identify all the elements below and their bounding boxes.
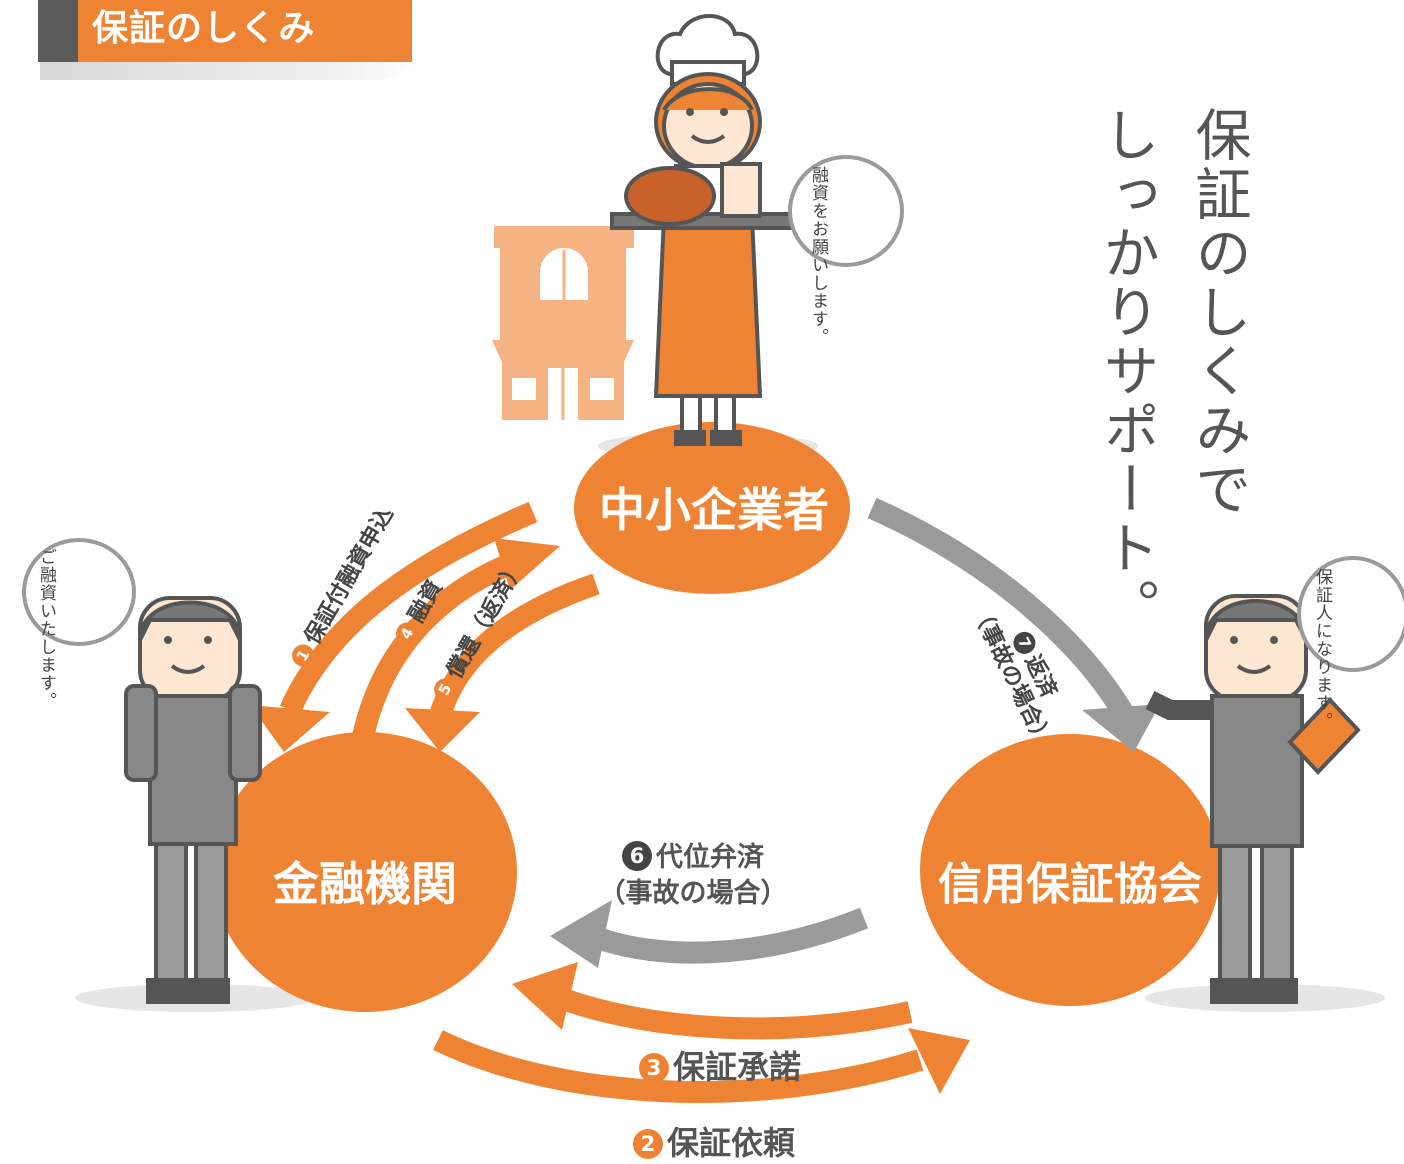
banker-speech-bubble (22, 538, 136, 646)
arrow-request-head (908, 1028, 970, 1094)
guarantee-corp-circle (920, 734, 1220, 1006)
sme-label: 中小企業者 (599, 483, 829, 537)
guarantee-corp-label: 信用保証協会 (938, 859, 1202, 910)
banker-speech-line: ます。 (36, 656, 56, 710)
arrow-subrogation (594, 907, 869, 964)
guarantor-speech-line: なります。 (1312, 640, 1332, 730)
header-accent-bar (38, 0, 78, 62)
step-number-badge: 6 (622, 841, 652, 871)
arrow-subrogation-head (550, 900, 612, 968)
bank-label: 金融機関 (273, 857, 457, 911)
flow-2-text: 保証依頼 (666, 1124, 795, 1162)
arrow-application (279, 501, 538, 715)
sme-circle (574, 422, 850, 594)
arrow-approval-head (512, 962, 578, 1030)
arrow-repay-to-guarantor-head (1082, 704, 1160, 752)
chef-speech-line: 融資を (808, 166, 828, 220)
guarantor-speech-bubble (1297, 556, 1404, 672)
page-title: 保証のしくみ (92, 8, 316, 49)
chef-speech-bubble (788, 155, 904, 267)
banker-illustration (124, 596, 262, 1004)
banker-speech-text: ご融資いたします。 (36, 548, 56, 710)
flow-3-text: 保証承諾 (672, 1048, 801, 1086)
chef-speech-line: お願い (808, 220, 828, 274)
header-bar (78, 0, 412, 62)
banker-speech-line: いたし (36, 602, 56, 656)
catch-copy-line-1: 保証のしくみで (1186, 106, 1251, 519)
step-number-badge: 2 (632, 1129, 663, 1159)
chef-speech-text: 融資をお願いします。 (808, 166, 828, 346)
step-number-badge: 3 (638, 1053, 669, 1083)
flow-6-subtext: （事故の場合） (598, 878, 788, 909)
catch-copy-line-2: しっかりサポート。 (1094, 106, 1159, 637)
guarantor-illustration (1145, 594, 1361, 1004)
arrow-request (433, 1030, 924, 1104)
arrow-loan-head (494, 538, 560, 590)
arrow-repay-to-guarantor (867, 497, 1134, 720)
chef-illustration (610, 14, 804, 446)
arrow-repayment-head (405, 708, 480, 752)
banker-speech-line: ご融資 (36, 548, 56, 602)
guarantor-speech-text: 保証人になります。 (1312, 568, 1332, 730)
chef-speech-line: します。 (808, 274, 828, 346)
bank-circle (213, 732, 517, 1012)
arrow-loan (351, 549, 524, 745)
arrow-approval (556, 987, 913, 1040)
guarantor-speech-line: 保証人に (1312, 568, 1332, 640)
shop-building-illustration (492, 226, 634, 420)
arrow-application-head (250, 705, 330, 752)
flow-6-text: 代位弁済 (656, 842, 764, 873)
